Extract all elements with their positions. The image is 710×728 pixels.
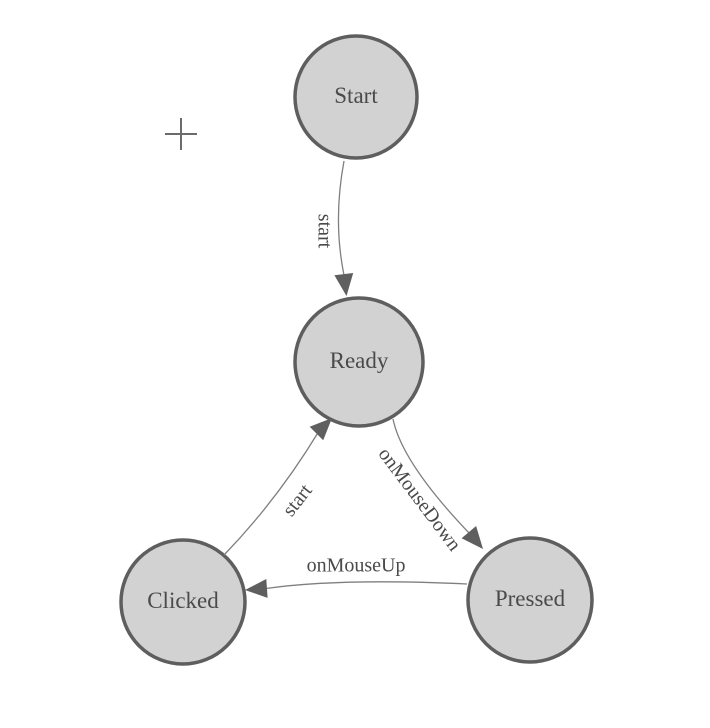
arrowhead-icon [334,273,354,296]
plus-crosshair-icon [165,118,197,150]
arrowhead-icon [461,526,483,549]
state-circle [293,296,425,428]
transition-pressed-to-clicked[interactable]: onMouseUp [245,555,468,598]
state-circle [293,34,419,160]
state-node-clicked[interactable]: Clicked [119,538,247,666]
transition-path [337,160,345,275]
transition-ready-to-pressed[interactable]: onMouseDown [374,418,483,555]
transition-label: onMouseUp [307,555,406,577]
transition-label: start [313,214,335,249]
transition-clicked-to-ready[interactable]: start [223,418,332,556]
state-node-start[interactable]: Start [293,34,419,160]
state-circle [119,538,247,666]
state-label: Clicked [147,588,219,613]
arrowhead-icon [309,418,332,441]
transition-label: start [278,480,317,521]
transition-label: onMouseDown [374,443,466,555]
transition-path [223,430,320,556]
transition-start-to-ready[interactable]: start [313,160,354,296]
state-label: Pressed [495,586,566,611]
state-node-ready[interactable]: Ready [293,296,425,428]
state-label: Ready [330,348,389,373]
state-circle [466,536,594,664]
arrowhead-icon [245,579,268,598]
state-label: Start [334,83,378,108]
state-node-pressed[interactable]: Pressed [466,536,594,664]
transition-path [392,418,471,535]
transition-path [265,581,468,590]
